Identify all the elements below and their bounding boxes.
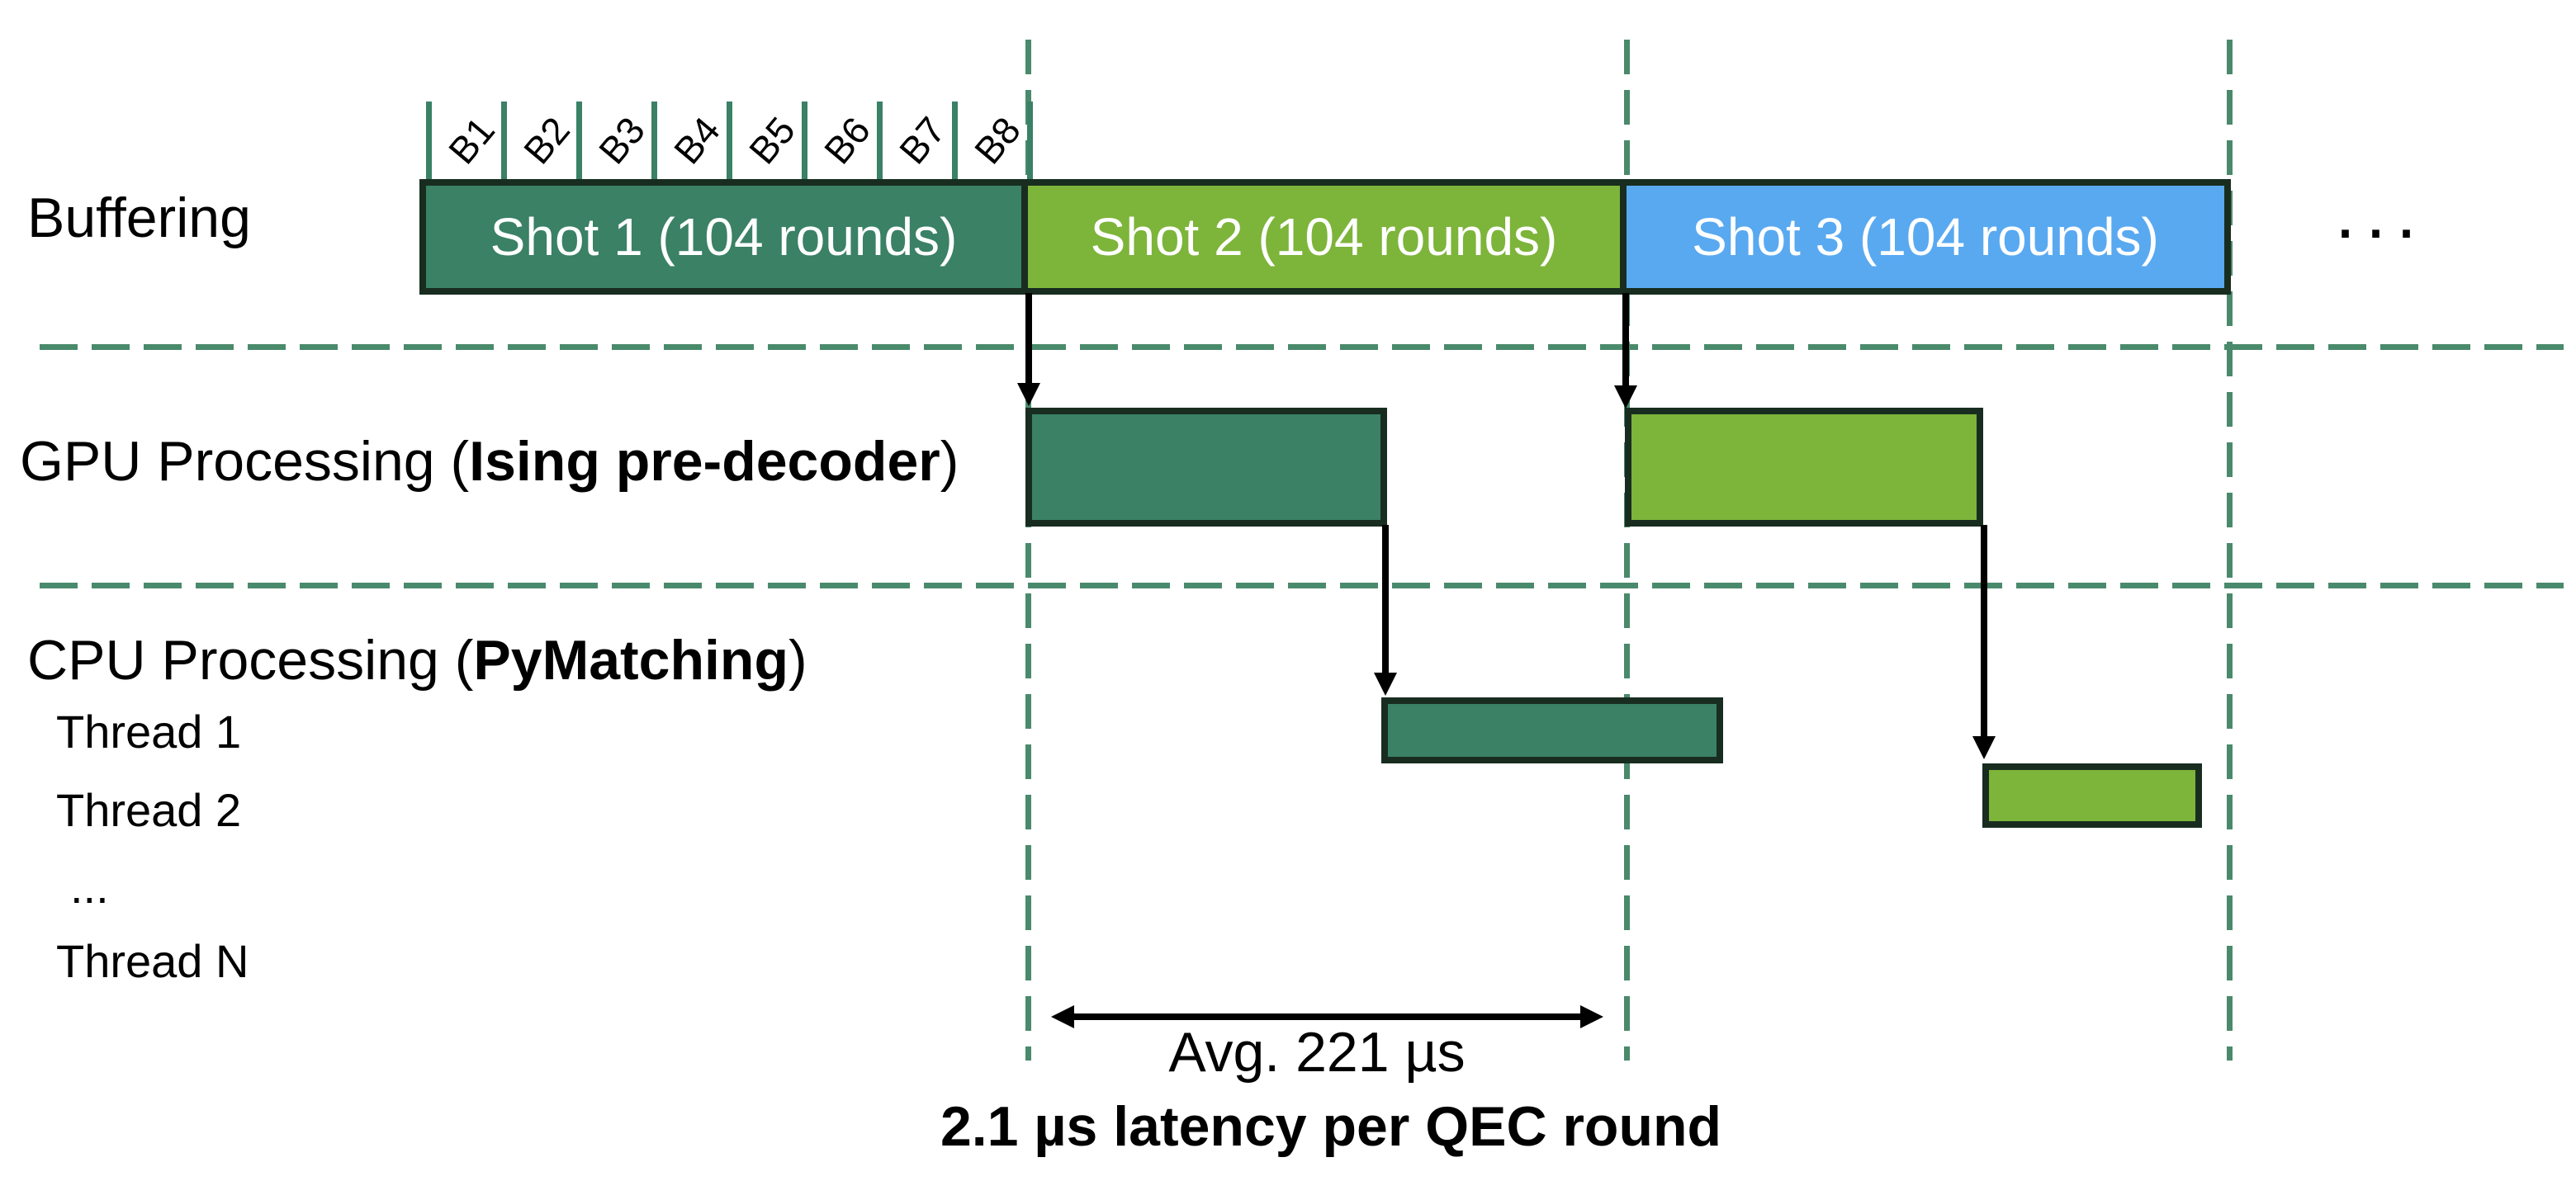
buffer-tick-line	[727, 102, 732, 180]
buffer-tick-label: B1	[439, 108, 504, 172]
shot-2-bar-label: Shot 2 (104 rounds)	[1090, 207, 1558, 267]
avg-latency-caption: Avg. 221 µs	[1168, 1021, 1466, 1084]
latency-span-arrow-left-head	[1051, 1005, 1074, 1028]
thread-2-label: Thread 2	[56, 784, 242, 836]
buffering-gpu-separator-line	[40, 344, 2564, 350]
more-shots-ellipsis: ...	[2335, 172, 2427, 254]
cpu-row-label-bold: PyMatching	[473, 629, 788, 692]
gpu-row-label-bold: Ising pre-decoder	[469, 430, 940, 493]
per-round-latency-caption: 2.1 µs latency per QEC round	[940, 1095, 1722, 1158]
buffer-tick-line	[501, 102, 507, 180]
shot-1-bar: Shot 1 (104 rounds)	[419, 179, 1028, 295]
thread-2-bar	[1982, 763, 2202, 828]
gpu-row-label: GPU Processing (Ising pre-decoder)	[20, 433, 959, 489]
latency-span-arrow-right-head	[1580, 1005, 1603, 1028]
cpu-row-label: CPU Processing (PyMatching)	[27, 632, 807, 688]
shot2-to-gpu-arrow-head	[1614, 385, 1637, 409]
shot1-to-gpu-arrow-line	[1025, 293, 1032, 384]
shot3-end-guide-line	[2227, 40, 2233, 1061]
shot1-end-guide-line	[1025, 40, 1031, 1061]
shot2-end-guide-line	[1624, 40, 1630, 1061]
buffer-tick-label: B8	[965, 108, 1030, 172]
buffer-tick-label: B4	[665, 108, 729, 172]
buffer-tick-line	[426, 102, 432, 180]
buffer-tick-line	[877, 102, 883, 180]
shot-3-bar-label: Shot 3 (104 rounds)	[1692, 207, 2159, 267]
gpu-row-label-suffix: )	[940, 430, 959, 493]
gpu2-to-thread2-arrow-head	[1972, 736, 1996, 759]
buffer-tick-line	[952, 102, 958, 180]
gpu1-to-thread1-arrow-line	[1382, 525, 1389, 673]
gpu-row-label-prefix: GPU Processing (	[20, 430, 470, 493]
buffer-tick-label: B3	[590, 108, 654, 172]
shot2-to-gpu-arrow-line	[1622, 293, 1629, 386]
buffer-tick-label: B2	[514, 108, 579, 172]
thread-ellipsis-label: ...	[70, 861, 109, 913]
gpu2-to-thread2-arrow-line	[1981, 525, 1987, 737]
buffering-row-label: Buffering	[27, 187, 251, 249]
buffer-tick-line	[576, 102, 582, 180]
shot-3-bar: Shot 3 (104 rounds)	[1620, 179, 2231, 295]
gpu-bar-shot-2	[1625, 408, 1983, 527]
gpu-bar-shot-1	[1025, 408, 1387, 527]
buffer-tick-label: B6	[815, 108, 879, 172]
gpu1-to-thread1-arrow-head	[1374, 673, 1397, 696]
thread-n-label: Thread N	[56, 935, 249, 987]
buffer-tick-line	[802, 102, 807, 180]
gpu-cpu-separator-line	[40, 583, 2564, 588]
thread-1-label: Thread 1	[56, 706, 242, 758]
cpu-row-label-suffix: )	[788, 629, 807, 692]
buffer-tick-label: B7	[890, 108, 954, 172]
shot1-to-gpu-arrow-head	[1017, 383, 1040, 406]
latency-span-arrow-line	[1071, 1013, 1583, 1020]
shot-1-bar-label: Shot 1 (104 rounds)	[490, 207, 958, 267]
shot-2-bar: Shot 2 (104 rounds)	[1021, 179, 1627, 295]
buffer-tick-line	[651, 102, 657, 180]
cpu-row-label-prefix: CPU Processing (	[27, 629, 474, 692]
thread-1-bar	[1381, 697, 1723, 763]
buffer-tick-line	[1027, 102, 1033, 180]
buffer-tick-label: B5	[740, 108, 804, 172]
